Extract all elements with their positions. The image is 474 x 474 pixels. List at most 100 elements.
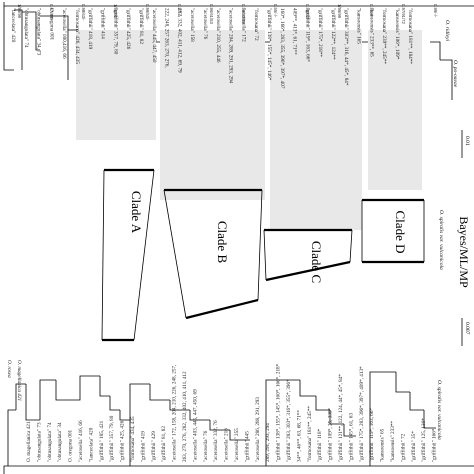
lower-taxon-label-0: O. magellanica 421: [26, 421, 32, 462]
upper-taxon-label-8: "griffithii" 357, 79, 80: [112, 8, 119, 55]
upper-taxon-label-22: 409**, 413*, 61, 71**: [292, 8, 298, 55]
lower-lanceolata-branch: [55, 380, 70, 401]
support-value-3: 1/90/90: [113, 4, 118, 19]
lower-cladeC-inner1: [299, 380, 316, 397]
support-value-12: 0.97/91/72: [401, 4, 406, 24]
lower-cladeA-inner2: [109, 396, 120, 411]
lower-taxon-label-17: "acetosella" 76: [203, 430, 209, 462]
clade-bars: [102, 168, 424, 342]
upper-taxon-label-26: "griffithii" 303**, 316, 44*, 45*, 84*: [343, 8, 350, 86]
upper-taxon-label-25: "griffithii" 122**, 124**: [330, 8, 337, 60]
upper-taxon-label-18: "acetosella" 172: [240, 8, 246, 42]
clade-b-label: Clade B: [215, 221, 230, 264]
lower-cladeB-inner1: [149, 384, 170, 401]
lower-cladeC-stem: [265, 379, 300, 466]
upper-taxon-label-30: "kansoensis" 106*, 109*: [394, 8, 400, 60]
lower-taxon-label-28: "griffithii" 118*: [316, 428, 323, 462]
side-label-pooaeae: O. po-oaeae: [452, 60, 458, 88]
lower-cladeA-inner1: [99, 376, 110, 397]
lower-taxon-label-34: "kansoensis" 65: [380, 428, 386, 462]
outgroup-label-1: O. magellanica 421: [16, 360, 23, 401]
lower-taxon-label-32: "griffithii" 175*, 283, 396*, 397*, 409*…: [358, 366, 365, 462]
lower-cladeD-inner2: [409, 392, 424, 411]
lower-taxon-label-19: "acetosella" 216: [224, 428, 230, 462]
upper-taxon-label-13: 282, 332, 402, 411, 412, 69, 79: [176, 8, 182, 73]
side-label-ridleyi: O. ridleyi: [444, 20, 450, 42]
lower-taxon-label-31: "griffithii" 145*, 61, 63: [347, 413, 354, 462]
upper-cladeD-box: [368, 30, 422, 190]
upper-taxon-label-11: "acetosella" 445, 447, 450: [151, 8, 157, 63]
lower-taxon-label-14: "acetosella" 172, 158, 204, 210, 226, 24…: [172, 365, 178, 462]
lower-cladeC-inner4: [343, 424, 356, 437]
upper-pooaeae-branch: [440, 59, 453, 100]
support-value-4: 0.99/53/-: [145, 4, 150, 21]
scale-bottom-label: 0.007: [464, 322, 470, 335]
upper-taxon-label-29: "formosana" 239**, 245**: [381, 8, 388, 64]
upper-taxon-label-14: "acetosella" 158: [189, 8, 195, 42]
lower-cladeA-inner3: [119, 410, 130, 421]
lower-cladeD-inner3: [423, 410, 436, 429]
support-value-5: 0.97/-/-: [177, 4, 182, 18]
lower-root-branch: [7, 409, 16, 466]
support-value-10: 1/99/99: [337, 4, 342, 19]
lower-taxon-label-5: "acetosella" 416, 66: [78, 420, 84, 462]
upper-taxon-label-1: "obtusangulata" 74: [23, 8, 29, 48]
support-value-0: 1/99/99: [17, 4, 22, 19]
lower-oregona-branch: [39, 379, 56, 420]
upper-cladeB-box: [160, 30, 265, 200]
upper-taxon-label-16: "acetosella" 210, 255, 446: [215, 8, 221, 63]
upper-taxon-label-10: "griffithii" 81, 82: [138, 8, 145, 44]
connector-cladeD: [361, 200, 425, 262]
upper-branch-lanceolata: [14, 9, 23, 70]
upper-root-branch: [3, 6, 14, 71]
support-value-11: 0.95/-/-: [369, 4, 374, 18]
clade-connectors: [101, 169, 425, 341]
upper-taxon-label-9: "griffithii" 425, 426: [125, 8, 132, 50]
cladeB-bar-bottom: [185, 298, 259, 320]
lower-cladeB-inner5: [229, 430, 250, 441]
upper-taxon-label-28: "kansoensis" 233**, 65: [368, 8, 374, 57]
upper-taxon-label-4: "acetosella" 000,416, 66: [61, 8, 67, 59]
lower-taxon-label-30: "griffithii" 121**, 122, 124, 44*, 45*, …: [337, 374, 344, 462]
clade-a-label: Clade A: [129, 191, 144, 234]
upper-taxon-label-0: "lanceolata" 420: [10, 8, 16, 43]
upper-taxon-label-31: "formosana" 181**, 184**: [407, 8, 414, 64]
lower-taxon-label-11: "griffithii" 419: [139, 431, 146, 462]
lower-tree-labels: O. magellanica 421"obtusangulata" 73"obt…: [26, 363, 438, 462]
lower-taxon-label-21: "griffithii" 445: [243, 431, 250, 462]
lower-cladeC-inner2: [315, 396, 330, 411]
scale-top-label: 0.01: [464, 136, 470, 146]
support-value-7: 0.99/83/93: [241, 4, 246, 24]
upper-taxon-label-7: "griffithii" 414: [100, 8, 107, 39]
lower-taxon-label-15: 263, 270, 276, 282, 332, 402, 410, 411, …: [182, 371, 188, 462]
lower-obtusangulata-branch: [25, 384, 40, 421]
lower-taxon-label-36: "griffithii" 72: [399, 433, 406, 462]
upper-taxon-label-27: "kansoensis" 165: [356, 8, 362, 44]
upper-taxon-label-6: "griffithii" 418, 419: [87, 8, 94, 50]
upper-branch-obtusangulata: [22, 11, 40, 51]
upper-taxon-label-3: O. oregona 001: [48, 8, 54, 41]
lower-cladeB-inner2: [169, 400, 190, 411]
lower-taxon-label-24: "griffithii" 138*, 155*, 145*, 160*, 166…: [275, 363, 282, 462]
lower-tree: [3, 371, 474, 474]
support-value-2: 0.98/63/-: [81, 4, 86, 21]
lower-taxon-label-27: "formosana" 181**, 245**: [306, 406, 313, 462]
upper-taxon-label-20: "griffithii" 138*, 155*, 145*, 146*: [266, 8, 273, 81]
lower-cladeD-stem: [369, 371, 396, 466]
lower-taxon-label-26: 34**, 46**, 63, 68, 71**: [296, 410, 302, 462]
lower-taxon-label-13: "griffithii" 81, 82: [160, 426, 167, 462]
upper-taxon-label-15: "acetosella" 76: [202, 8, 208, 40]
lower-cladeC-inner3: [329, 410, 344, 425]
lower-taxon-label-39: "griffithii" 166*: [431, 428, 438, 462]
lower-taxon-label-16: "acetosella" 403, 445, 447, 450, 69: [192, 389, 198, 462]
lower-taxon-label-2: "obtusangulata" 74: [47, 422, 53, 462]
lower-taxon-label-23: 289, 291, 293, 294: [265, 423, 271, 462]
method-label: Bayes/ML/MP: [457, 216, 471, 288]
upper-tree-labels: "lanceolata" 420"obtusangulata" 74"obtus…: [10, 8, 414, 89]
lower-outgroup-branch: [15, 383, 26, 410]
connector-cladeC: [263, 229, 353, 281]
